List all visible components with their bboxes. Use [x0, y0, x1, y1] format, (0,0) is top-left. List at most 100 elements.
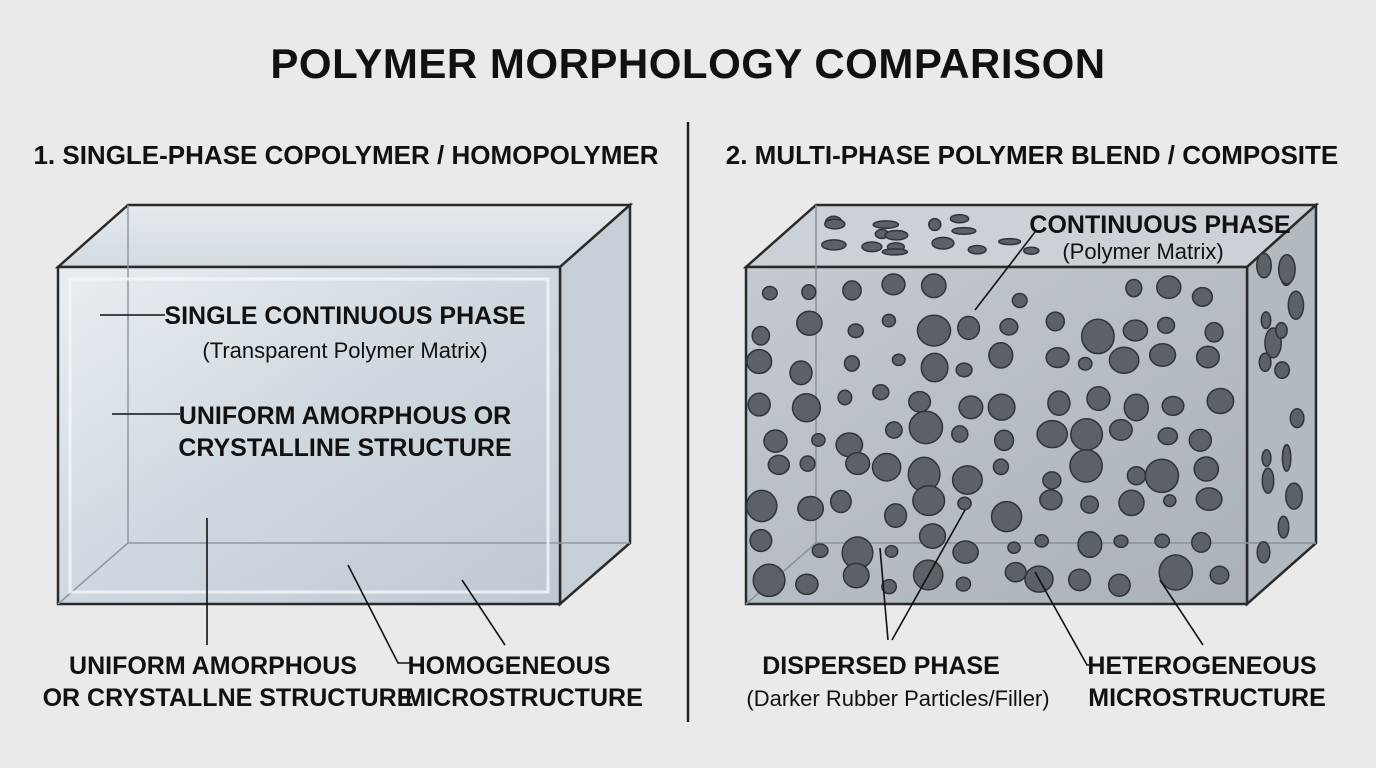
particle — [1158, 554, 1194, 591]
particle — [1195, 345, 1220, 369]
single-phase-block-front — [56, 265, 562, 606]
particle — [761, 285, 778, 301]
label-continuous-sub: (Polymer Matrix) — [1062, 239, 1223, 264]
particle — [1122, 319, 1149, 342]
particle — [1193, 456, 1220, 482]
particle — [1108, 418, 1133, 441]
particle — [791, 392, 822, 423]
particle — [847, 323, 864, 339]
particle — [1107, 573, 1131, 597]
particle — [872, 220, 900, 230]
particle — [1195, 487, 1223, 512]
particle — [789, 360, 813, 386]
particle — [1086, 385, 1111, 412]
particle — [884, 544, 899, 558]
particle — [1163, 494, 1177, 508]
particle — [1188, 428, 1213, 452]
particle — [1274, 321, 1288, 339]
single-phase-block-side — [558, 202, 632, 607]
particle — [881, 273, 906, 296]
label-dispersed: DISPERSED PHASE — [762, 652, 1000, 680]
particle — [811, 433, 826, 447]
label-dispersed-sub: (Darker Rubber Particles/Filler) — [746, 686, 1049, 711]
particle — [988, 342, 1014, 369]
single-phase-block — [54, 202, 634, 607]
particle — [884, 421, 903, 439]
label-heterogeneous-1: HETEROGENEOUS — [1087, 652, 1316, 680]
particle — [1156, 275, 1182, 300]
particle — [829, 489, 852, 514]
particle — [881, 578, 898, 595]
particle — [745, 489, 778, 523]
label-homogeneous-1: HOMOGENEOUS — [408, 652, 611, 680]
single-phase-reflection — [68, 277, 550, 594]
particle — [1277, 515, 1290, 539]
leader-heterogeneous — [1034, 571, 1097, 666]
single-phase-hidden-edge-depth — [57, 542, 129, 605]
left-panel-heading: 1. SINGLE-PHASE COPOLYMER / HOMOPOLYMER — [33, 140, 658, 170]
particle — [749, 528, 773, 553]
particle — [799, 455, 816, 472]
particle — [1126, 465, 1147, 486]
particle — [993, 429, 1015, 452]
particle — [931, 236, 955, 250]
particle — [967, 244, 987, 255]
particle — [999, 318, 1019, 336]
particle — [957, 496, 972, 511]
particle — [1077, 531, 1103, 559]
particle — [955, 362, 973, 378]
particle — [824, 218, 846, 230]
particle — [1045, 311, 1066, 332]
particle — [752, 563, 786, 598]
particle — [1039, 489, 1063, 511]
dispersed-particles — [745, 213, 1305, 598]
particle — [952, 540, 979, 564]
particle — [1156, 316, 1176, 335]
label-bottom-structure-1: UNIFORM AMORPHOUS — [69, 652, 357, 680]
particle — [1045, 346, 1070, 369]
particle — [1206, 387, 1235, 415]
particle — [1004, 561, 1027, 583]
particle — [801, 284, 817, 301]
particle — [997, 237, 1022, 246]
particle — [1011, 292, 1028, 309]
particle — [1281, 443, 1292, 472]
particle — [920, 352, 949, 383]
particle — [796, 310, 823, 336]
particle — [881, 248, 909, 256]
particle — [1260, 311, 1272, 330]
particle — [1258, 352, 1272, 373]
particle — [951, 425, 969, 443]
label-heterogeneous-2: MICROSTRUCTURE — [1088, 684, 1326, 712]
particle — [797, 495, 825, 522]
particle — [992, 458, 1010, 476]
particle — [871, 452, 902, 482]
particle — [1191, 286, 1214, 307]
particle — [1022, 246, 1040, 255]
label-uniform-structure-2: CRYSTALLINE STRUCTURE — [178, 434, 511, 462]
multi-phase-block — [742, 202, 1320, 607]
particle — [821, 239, 847, 251]
particle — [1108, 346, 1140, 375]
label-single-phase-sub: (Transparent Polymer Matrix) — [202, 338, 487, 363]
particle — [912, 485, 946, 517]
particle — [795, 573, 819, 596]
particle — [1289, 408, 1305, 429]
particle — [845, 451, 871, 476]
particle — [957, 315, 981, 341]
particle — [1287, 290, 1305, 320]
particle — [1161, 395, 1185, 417]
label-bottom-structure-2: OR CRYSTALLNE STRUCTURE — [43, 684, 414, 712]
particle — [955, 576, 972, 592]
particle — [861, 241, 883, 253]
page-title: POLYMER MORPHOLOGY COMPARISON — [270, 40, 1105, 87]
leader-heterogeneous-2 — [1159, 579, 1204, 646]
particle — [990, 500, 1023, 533]
label-single-phase: SINGLE CONTINUOUS PHASE — [164, 302, 525, 330]
particle — [1285, 482, 1303, 510]
particle — [1080, 318, 1115, 355]
label-continuous: CONTINUOUS PHASE — [1029, 211, 1290, 239]
particle — [891, 353, 906, 367]
leader-homogeneous-2 — [461, 579, 506, 646]
